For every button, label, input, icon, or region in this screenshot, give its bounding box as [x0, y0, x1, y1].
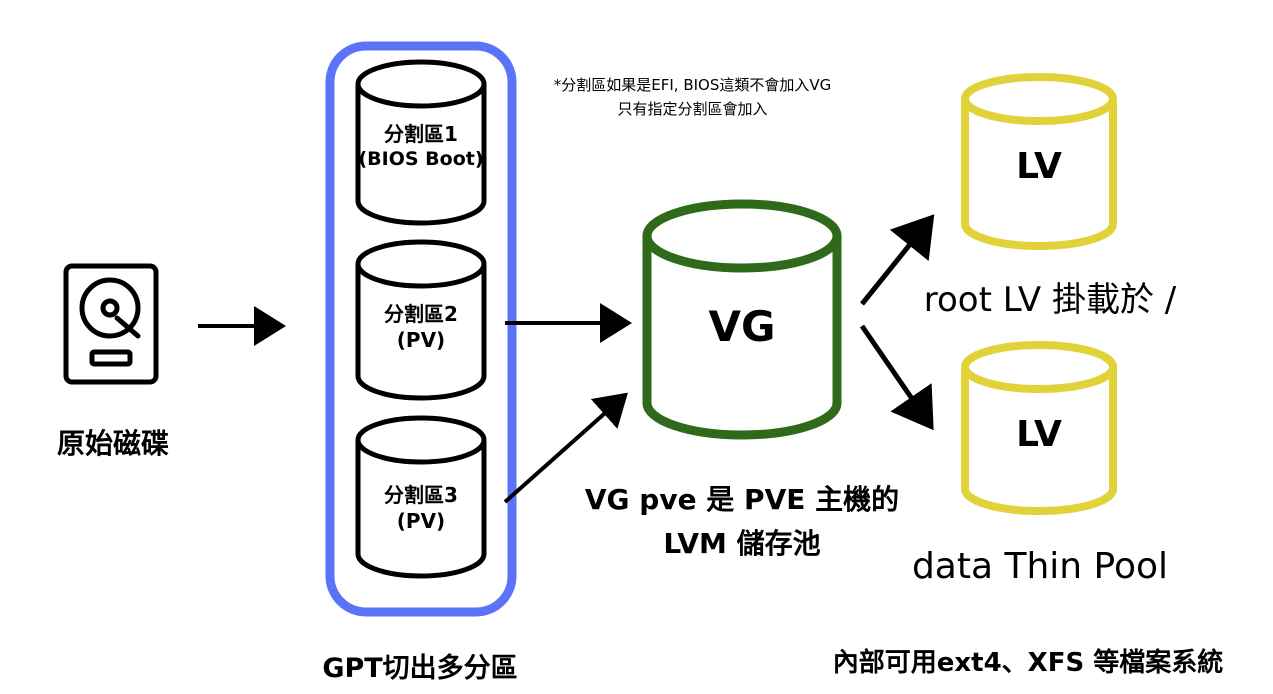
disk-label: 原始磁碟: [56, 427, 169, 460]
arrow-vg-to-data-lv: [859, 324, 934, 431]
root-lv-caption: root LV 掛載於 /: [923, 280, 1177, 320]
gpt-label: GPT切出多分區: [322, 653, 518, 684]
hard-disk-icon: [63, 263, 159, 385]
vg-caption-line2: LVM 儲存池: [663, 527, 821, 560]
partition-1-label-line2: (BIOS Boot): [358, 148, 484, 170]
arrow-partition3-to-vg: [503, 392, 628, 504]
note-line1: *分割區如果是EFI, BIOS這類不會加入VG: [553, 76, 832, 94]
partition-3-cylinder: [355, 415, 487, 579]
vg-label: VG: [708, 302, 776, 351]
partition-2-label-line1: 分割區2: [384, 302, 458, 326]
partition-3-label-line2: (PV): [396, 509, 446, 533]
partition-2-label-line2: (PV): [396, 328, 446, 352]
vg-cylinder: [642, 199, 842, 440]
root-lv-cylinder: [961, 73, 1117, 250]
note-line2: 只有指定分割區會加入: [617, 100, 768, 118]
partition-3-label-line1: 分割區3: [384, 483, 458, 507]
data-lv-cylinder: [961, 341, 1117, 515]
arrow-vg-to-root-lv: [860, 214, 935, 306]
filesystem-caption: 內部可用ext4、XFS 等檔案系統: [832, 648, 1224, 678]
data-lv-caption: data Thin Pool: [911, 546, 1169, 587]
vg-caption-line1: VG pve 是 PVE 主機的: [584, 483, 900, 516]
partition-1-label-line1: 分割區1: [384, 122, 458, 146]
partition-1-cylinder: [355, 59, 487, 226]
data-lv-label: LV: [1016, 414, 1062, 455]
root-lv-label: LV: [1016, 146, 1062, 187]
partition-2-cylinder: [355, 239, 487, 401]
gpt-partition-group: [325, 41, 517, 617]
